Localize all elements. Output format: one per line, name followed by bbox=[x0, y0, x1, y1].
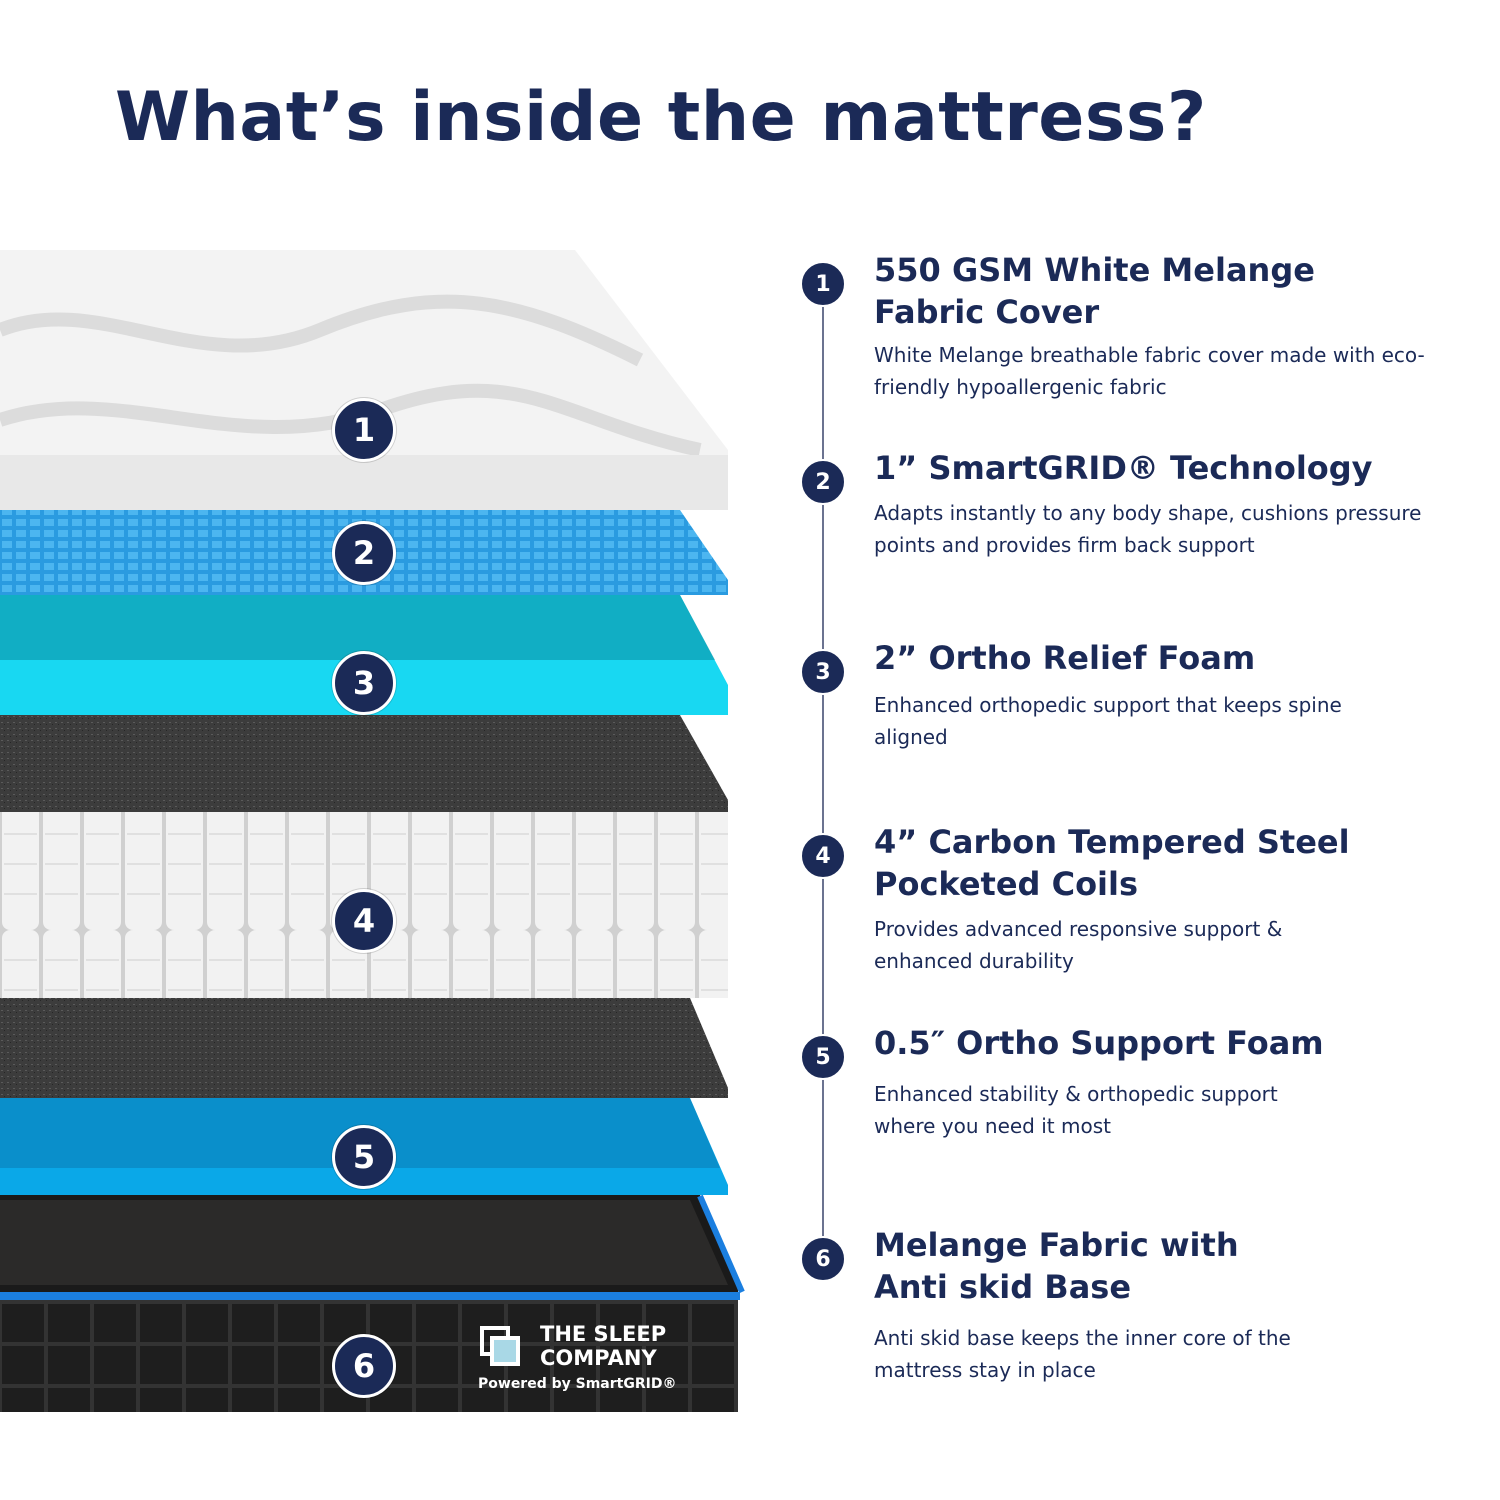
felt-layer-upper bbox=[0, 715, 728, 812]
feature-title: 4” Carbon Tempered Steel Pocketed Coils bbox=[874, 823, 1350, 903]
feature-number: 6 bbox=[800, 1236, 846, 1282]
feature-number: 2 bbox=[800, 459, 846, 505]
feature-number: 3 bbox=[800, 649, 846, 695]
layer-badge-6: 6 bbox=[332, 1334, 396, 1398]
feature-title: 0.5″ Ortho Support Foam bbox=[874, 1024, 1324, 1062]
feature-description: White Melange breathable fabric cover ma… bbox=[874, 343, 1425, 399]
timeline-line bbox=[822, 290, 824, 1250]
feature-description: Provides advanced responsive support & e… bbox=[874, 917, 1283, 973]
logo-name-line1: THE SLEEP bbox=[540, 1322, 667, 1346]
feature-title: 2” Ortho Relief Foam bbox=[874, 639, 1256, 677]
page-title: What’s inside the mattress? bbox=[115, 78, 1207, 157]
layer-badge-4: 4 bbox=[332, 889, 396, 953]
layer-badge-1: 1 bbox=[332, 398, 396, 462]
feature-title: 550 GSM White Melange Fabric Cover bbox=[874, 251, 1315, 331]
feature-number: 4 bbox=[800, 833, 846, 879]
layer-badge-5: 5 bbox=[332, 1125, 396, 1189]
layer-badge-3: 3 bbox=[332, 651, 396, 715]
layer-1-fabric-cover bbox=[0, 250, 728, 510]
feature-number: 1 bbox=[800, 261, 846, 307]
felt-layer-lower bbox=[0, 998, 728, 1098]
feature-description: Anti skid base keeps the inner core of t… bbox=[874, 1326, 1291, 1382]
logo-name: THE SLEEP COMPANY bbox=[540, 1322, 666, 1370]
logo-tagline: Powered by SmartGRID® bbox=[478, 1376, 677, 1392]
feature-title: 1” SmartGRID® Technology bbox=[874, 449, 1373, 487]
logo-icon bbox=[480, 1326, 520, 1366]
layer-badge-2: 2 bbox=[332, 521, 396, 585]
feature-title: Melange Fabric with Anti skid Base bbox=[874, 1226, 1239, 1306]
logo-name-line2: COMPANY bbox=[540, 1346, 657, 1370]
feature-description: Adapts instantly to any body shape, cush… bbox=[874, 501, 1422, 557]
feature-description: Enhanced stability & orthopedic support … bbox=[874, 1082, 1278, 1138]
feature-number: 5 bbox=[800, 1034, 846, 1080]
layer-6-base bbox=[0, 1194, 745, 1412]
feature-description: Enhanced orthopedic support that keeps s… bbox=[874, 693, 1342, 749]
